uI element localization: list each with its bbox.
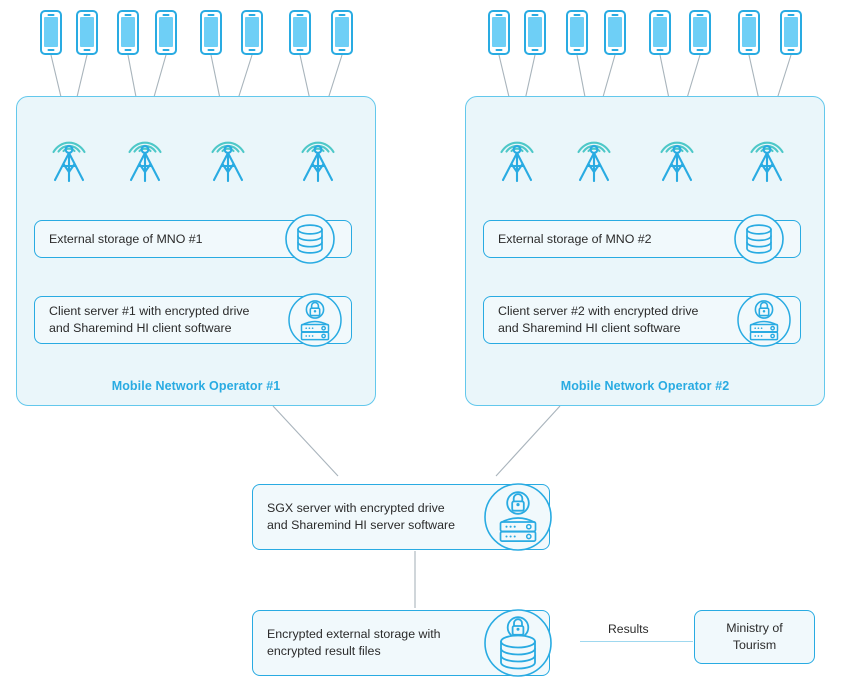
- cell-tower-icon[interactable]: [290, 120, 346, 183]
- ministry-of-tourism-box[interactable]: Ministry of Tourism: [694, 610, 815, 664]
- phone-screen: [245, 17, 259, 47]
- locked-server-icon: [483, 482, 553, 557]
- phone-screen: [44, 17, 58, 47]
- sgx-server-label: SGX server with encrypted drive and Shar…: [267, 501, 456, 532]
- results-link-label: Results: [608, 622, 649, 636]
- phone-speaker: [495, 14, 503, 16]
- cell-tower-icon[interactable]: [566, 120, 622, 183]
- locked-server-icon: [736, 292, 792, 353]
- mobile-phone-icon[interactable]: [76, 10, 98, 55]
- cell-tower-icon[interactable]: [649, 120, 705, 183]
- phone-home-button: [611, 49, 619, 51]
- mno-panel-1-caption: Mobile Network Operator #1: [111, 379, 281, 393]
- phone-home-button: [162, 49, 170, 51]
- phone-speaker: [248, 14, 256, 16]
- client-server-label-2: Client server #2 with encrypted drive an…: [498, 304, 699, 335]
- phone-home-button: [531, 49, 539, 51]
- mobile-phone-icon[interactable]: [524, 10, 546, 55]
- phone-speaker: [611, 14, 619, 16]
- phone-home-button: [47, 49, 55, 51]
- mobile-phone-icon[interactable]: [200, 10, 222, 55]
- results-connector-line: [580, 641, 693, 643]
- phone-speaker: [573, 14, 581, 16]
- mobile-phone-icon[interactable]: [241, 10, 263, 55]
- phone-screen: [492, 17, 506, 47]
- mobile-phone-icon[interactable]: [780, 10, 802, 55]
- phone-home-button: [787, 49, 795, 51]
- phone-screen: [570, 17, 584, 47]
- mobile-phone-icon[interactable]: [649, 10, 671, 55]
- phone-speaker: [162, 14, 170, 16]
- phone-screen: [204, 17, 218, 47]
- phone-speaker: [696, 14, 704, 16]
- phone-home-button: [124, 49, 132, 51]
- wire-mno1-to-sgx: [272, 405, 339, 477]
- phone-home-button: [248, 49, 256, 51]
- mobile-phone-icon[interactable]: [117, 10, 139, 55]
- cell-tower-icon[interactable]: [489, 120, 545, 183]
- encrypted-storage-label: Encrypted external storage with encrypte…: [267, 627, 441, 658]
- phone-home-button: [83, 49, 91, 51]
- phone-screen: [159, 17, 173, 47]
- phone-speaker: [207, 14, 215, 16]
- phone-screen: [293, 17, 307, 47]
- phone-speaker: [745, 14, 753, 16]
- phone-screen: [742, 17, 756, 47]
- phone-home-button: [656, 49, 664, 51]
- database-icon: [733, 213, 785, 270]
- phone-speaker: [83, 14, 91, 16]
- phone-home-button: [207, 49, 215, 51]
- database-icon: [284, 213, 336, 270]
- locked-database-icon: [483, 608, 553, 683]
- phone-speaker: [124, 14, 132, 16]
- phone-speaker: [787, 14, 795, 16]
- phone-speaker: [338, 14, 346, 16]
- phone-screen: [653, 17, 667, 47]
- phone-screen: [528, 17, 542, 47]
- mno-panel-2-caption: Mobile Network Operator #2: [560, 379, 730, 393]
- phone-screen: [784, 17, 798, 47]
- mobile-phone-icon[interactable]: [604, 10, 626, 55]
- phone-speaker: [531, 14, 539, 16]
- phone-speaker: [296, 14, 304, 16]
- phone-screen: [693, 17, 707, 47]
- phone-speaker: [47, 14, 55, 16]
- mobile-phone-icon[interactable]: [689, 10, 711, 55]
- phone-home-button: [745, 49, 753, 51]
- external-storage-label-1: External storage of MNO #1: [49, 231, 203, 246]
- mobile-phone-icon[interactable]: [488, 10, 510, 55]
- mobile-phone-icon[interactable]: [155, 10, 177, 55]
- phone-home-button: [338, 49, 346, 51]
- phone-home-button: [495, 49, 503, 51]
- phone-screen: [335, 17, 349, 47]
- mobile-phone-icon[interactable]: [566, 10, 588, 55]
- cell-tower-icon[interactable]: [200, 120, 256, 183]
- phone-screen: [80, 17, 94, 47]
- cell-tower-icon[interactable]: [117, 120, 173, 183]
- mobile-phone-icon[interactable]: [331, 10, 353, 55]
- mobile-phone-icon[interactable]: [289, 10, 311, 55]
- phone-speaker: [656, 14, 664, 16]
- locked-server-icon: [287, 292, 343, 353]
- phone-screen: [121, 17, 135, 47]
- phone-home-button: [573, 49, 581, 51]
- wire-mno2-to-sgx: [495, 405, 561, 477]
- ministry-of-tourism-label: Ministry of Tourism: [726, 621, 783, 652]
- cell-tower-icon[interactable]: [41, 120, 97, 183]
- phone-home-button: [296, 49, 304, 51]
- mobile-phone-icon[interactable]: [40, 10, 62, 55]
- phone-home-button: [696, 49, 704, 51]
- cell-tower-icon[interactable]: [739, 120, 795, 183]
- phone-screen: [608, 17, 622, 47]
- mobile-phone-icon[interactable]: [738, 10, 760, 55]
- external-storage-label-2: External storage of MNO #2: [498, 231, 652, 246]
- client-server-label-1: Client server #1 with encrypted drive an…: [49, 304, 250, 335]
